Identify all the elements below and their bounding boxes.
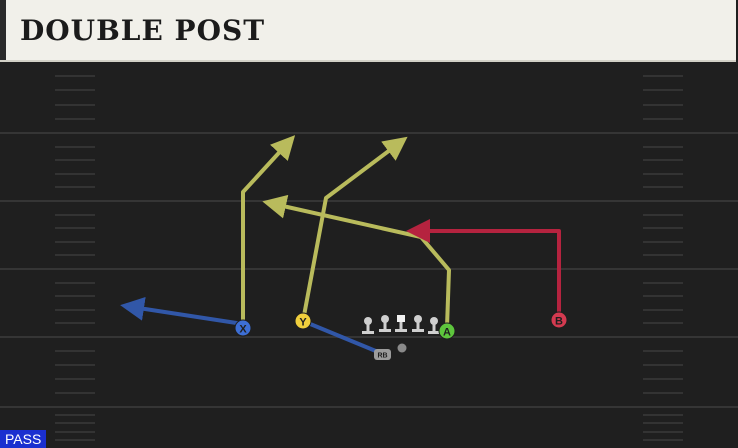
- receiver-x[interactable]: X: [234, 319, 252, 337]
- play-type-badge: PASS: [0, 430, 47, 448]
- header-accent-bar: [0, 0, 6, 60]
- y-flat-route: [120, 296, 245, 326]
- receiver-y-label: Y: [299, 317, 307, 329]
- yard-lines: [0, 132, 738, 408]
- b-drag-route: [406, 219, 561, 320]
- receiver-y[interactable]: Y: [294, 312, 312, 330]
- play-title: DOUBLE POST: [20, 14, 266, 47]
- x-post-route: [241, 135, 296, 326]
- rb-marker[interactable]: RB: [374, 349, 391, 360]
- routes: [120, 135, 561, 356]
- receiver-x-label: X: [239, 324, 247, 336]
- offensive-line: [362, 315, 440, 334]
- receiver-a-label: A: [443, 327, 451, 339]
- lineman-lg: [379, 315, 391, 332]
- field-diagram: RB X Y A B: [0, 75, 738, 441]
- play-header: DOUBLE POST: [0, 0, 736, 62]
- rb-route: [301, 319, 385, 356]
- y-post-route: [301, 136, 408, 323]
- center: [395, 315, 407, 332]
- play-field: RB X Y A B: [0, 62, 738, 448]
- lineman-rt: [428, 317, 440, 334]
- lineman-rg: [412, 315, 424, 332]
- quarterback-marker: [397, 343, 407, 353]
- a-corner-route: [262, 194, 451, 329]
- lineman-lt: [362, 317, 374, 334]
- receiver-b-label: B: [555, 316, 563, 328]
- rb-label: RB: [377, 353, 387, 360]
- receiver-a[interactable]: A: [438, 322, 456, 340]
- hash-marks: [55, 75, 683, 441]
- receiver-b[interactable]: B: [550, 311, 568, 329]
